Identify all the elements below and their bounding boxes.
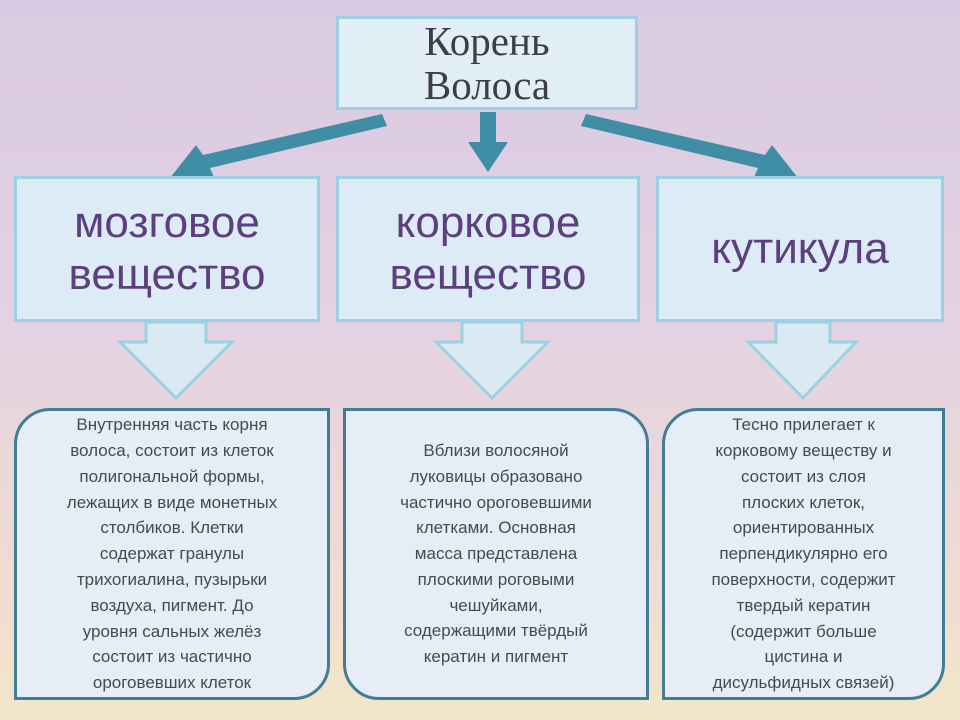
arrow-to-cortex <box>468 112 508 172</box>
category-cortex: корковое вещество <box>336 176 640 322</box>
title-line-2: Волоса <box>423 62 551 108</box>
title-box: Корень Волоса <box>336 16 638 110</box>
category-cuticle-line-1: кутикула <box>711 224 889 273</box>
arrow-to-cuticle <box>581 114 798 182</box>
down-arrow-medulla <box>116 320 236 401</box>
description-medulla: Внутренняя часть корня волоса, состоит и… <box>14 408 330 700</box>
description-cuticle: Тесно прилегает к корковому веществу и с… <box>662 408 945 700</box>
arrow-to-medulla <box>170 114 387 182</box>
down-arrow-cortex <box>432 320 552 401</box>
category-cortex-line-1: корковое <box>395 198 581 247</box>
description-cortex: Вблизи волосяной луковицы образовано час… <box>343 408 649 700</box>
category-medulla-line-2: вещество <box>68 250 266 299</box>
category-medulla: мозговое вещество <box>14 176 320 322</box>
category-cuticle: кутикула <box>656 176 944 322</box>
title-line-1: Корень <box>424 18 550 64</box>
category-cortex-line-2: вещество <box>389 250 587 299</box>
category-medulla-line-1: мозговое <box>74 198 260 247</box>
down-arrow-cuticle <box>744 320 860 401</box>
